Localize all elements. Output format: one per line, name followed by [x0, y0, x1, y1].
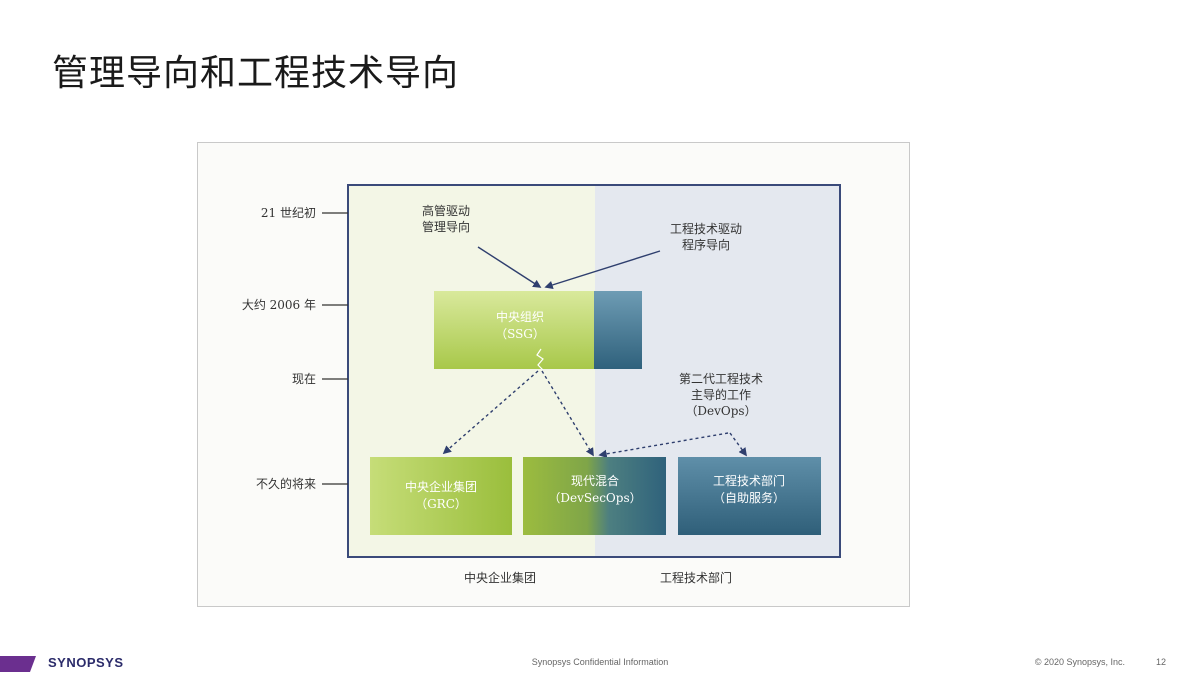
- eng-dept-line2: （自助服务）: [713, 490, 785, 505]
- eng-dept-line1: 工程技术部门: [713, 473, 785, 488]
- diagram-figure: 21 世纪初 大约 2006 年 现在 不久的将来 高管驱动 管理导向 工程技术…: [197, 142, 910, 607]
- arrow-devops-to-engdept: [729, 432, 747, 457]
- page-number: 12: [1155, 657, 1166, 667]
- eng-driven-line1: 工程技术驱动: [670, 221, 742, 236]
- timeline-now: 现在: [292, 372, 316, 386]
- timeline-early21: 21 世纪初: [261, 206, 316, 220]
- inner-frame: [347, 184, 841, 558]
- ssg-line1: 中央组织: [496, 309, 544, 324]
- exec-driven-line2: 管理导向: [422, 219, 470, 234]
- arrow-devops-to-hybrid: [598, 432, 729, 459]
- footer-brand: SYNOPSYS: [48, 655, 124, 670]
- synopsys-logo-icon: [0, 656, 36, 672]
- ssg-box: 中央组织 （SSG）: [434, 291, 642, 369]
- ssg-line2: （SSG）: [495, 327, 545, 341]
- second-gen-line2: 主导的工作: [691, 387, 751, 402]
- timeline-future: 不久的将来: [256, 476, 316, 491]
- grc-box: 中央企业集团 （GRC）: [370, 457, 512, 535]
- arrow-eng-to-ssg: [544, 250, 661, 289]
- arrow-exec-to-ssg: [477, 246, 542, 288]
- ssg-break-mark: [536, 348, 544, 371]
- eng-dept-box: 工程技术部门 （自助服务）: [678, 457, 821, 535]
- footer-copyright: © 2020 Synopsys, Inc.: [1034, 657, 1125, 667]
- arrow-ssg-to-grc: [442, 370, 539, 455]
- second-gen-line3: （DevOps）: [685, 404, 756, 418]
- timeline-2006: 大约 2006 年: [242, 297, 316, 312]
- arrow-ssg-to-hybrid: [541, 370, 594, 457]
- second-gen-line1: 第二代工程技术: [679, 371, 763, 386]
- hybrid-box: 现代混合 （DevSecOps）: [523, 457, 666, 535]
- eng-driven-line2: 程序导向: [682, 237, 730, 252]
- caption-central-group: 中央企业集团: [464, 570, 536, 585]
- exec-driven-line1: 高管驱动: [422, 203, 470, 218]
- hybrid-line2: （DevSecOps）: [548, 491, 641, 505]
- grc-line1: 中央企业集团: [405, 479, 477, 494]
- caption-eng-dept: 工程技术部门: [660, 570, 732, 585]
- slide-title: 管理导向和工程技术导向: [52, 53, 460, 94]
- diagram-canvas: 21 世纪初 大约 2006 年 现在 不久的将来 高管驱动 管理导向 工程技术…: [242, 184, 841, 585]
- footer-confidential: Synopsys Confidential Information: [531, 657, 669, 667]
- grc-line2: （GRC）: [415, 497, 467, 511]
- hybrid-line1: 现代混合: [571, 473, 619, 488]
